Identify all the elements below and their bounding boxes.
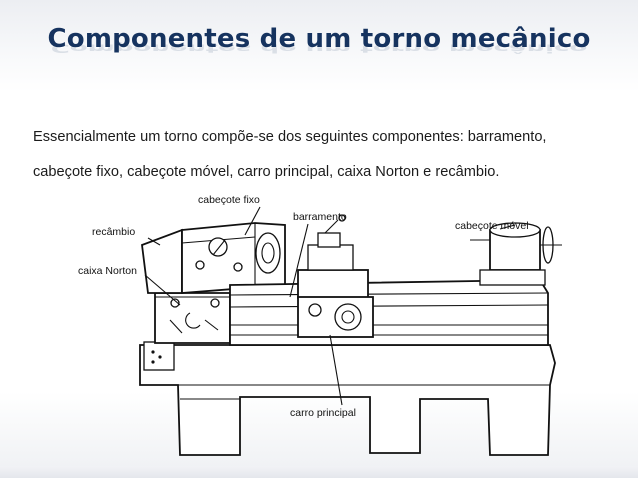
leader-lines (144, 206, 516, 406)
carro-principal-body (275, 214, 374, 338)
lathe-base (139, 341, 556, 456)
slide-title-reflection: Componentes de um torno mecânico (50, 41, 588, 56)
recambio-cover (141, 228, 183, 294)
cabecote-fixo-body (181, 222, 286, 294)
label-cabecote-movel: cabeçote móvel (455, 220, 529, 232)
body-line-1: Essencialmente um torno compõe-se dos se… (33, 129, 547, 145)
slide-title: Componentes de um torno mecânico (47, 24, 591, 54)
label-cabecote-fixo: cabeçote fixo (198, 194, 260, 206)
caixa-norton-box (154, 292, 231, 344)
lathe-diagram: cabeçote fixo barramento cabeçote móvel … (78, 194, 562, 456)
label-caixa-norton: caixa Norton (78, 265, 137, 277)
label-recambio: recâmbio (92, 226, 135, 238)
slide-footer-band (0, 466, 638, 478)
label-carro-principal: carro principal (290, 407, 356, 419)
cabecote-movel-body (470, 222, 562, 286)
title-band (0, 0, 638, 92)
body-paragraph: Essencialmente um torno compõe-se dos se… (33, 120, 613, 190)
barramento-bed (229, 279, 549, 346)
label-barramento: barramento (293, 211, 347, 223)
body-line-2: cabeçote fixo, cabeçote móvel, carro pri… (33, 164, 500, 180)
